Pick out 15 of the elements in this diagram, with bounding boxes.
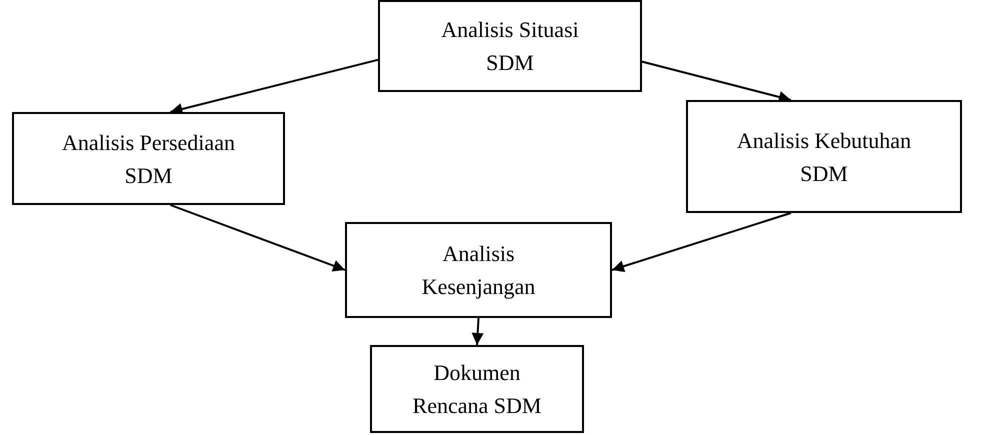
- process-box: [686, 100, 962, 213]
- arrow: [642, 60, 792, 103]
- box-label: Analisis Situasi SDM: [440, 16, 580, 77]
- arrow: [472, 318, 484, 346]
- process-box: [378, 0, 642, 92]
- arrow: [170, 204, 346, 272]
- box-label: Analisis Persediaan SDM: [61, 128, 236, 190]
- process-box: [12, 112, 285, 205]
- box-label: Dokumen Rencana SDM: [412, 359, 542, 420]
- arrow: [170, 58, 378, 115]
- box-label: Analisis Kebutuhan SDM: [736, 126, 912, 188]
- process-box: [370, 345, 584, 433]
- process-box: [345, 222, 612, 318]
- arrow: [612, 212, 792, 272]
- box-label: Analisis Kesenjangan: [420, 240, 536, 301]
